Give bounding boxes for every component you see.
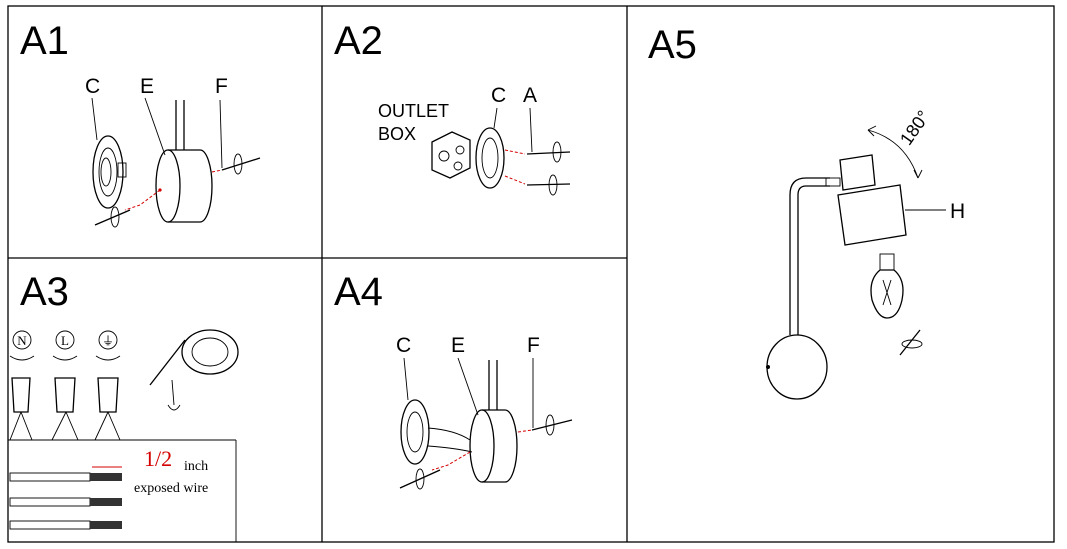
svg-text:⏚: ⏚ bbox=[102, 334, 114, 348]
panel-title-a5: A5 bbox=[648, 23, 697, 67]
mounting-bracket bbox=[91, 97, 127, 209]
label-c: C bbox=[85, 75, 100, 98]
rotation-angle: 180° bbox=[896, 107, 934, 149]
panel-a2: A2 OUTLET BOX C A bbox=[334, 19, 571, 196]
symbol-n: N bbox=[9, 330, 35, 361]
panel-borders bbox=[7, 5, 1055, 543]
label-f: F bbox=[527, 334, 540, 357]
mounting-bracket bbox=[475, 107, 533, 189]
screw-guide-lower bbox=[504, 175, 526, 185]
label-e: E bbox=[140, 75, 154, 98]
label-e: E bbox=[451, 334, 465, 357]
screw-guide-upper bbox=[504, 149, 526, 155]
exposed-wire-caption: exposed wire bbox=[134, 481, 208, 496]
wire-connector-icons bbox=[9, 377, 121, 441]
panel-title-a2: A2 bbox=[334, 19, 383, 63]
svg-text:L: L bbox=[61, 333, 69, 348]
symbol-l: L bbox=[52, 330, 78, 361]
wire-strip-guide bbox=[8, 439, 237, 542]
panel-title-a4: A4 bbox=[334, 270, 383, 314]
panel-a3: A3 N L ⏚ bbox=[8, 270, 239, 542]
label-f: F bbox=[215, 75, 228, 98]
screw-icon bbox=[94, 99, 261, 228]
screw-guide-lower bbox=[431, 451, 471, 471]
outer-border bbox=[7, 5, 1055, 543]
screw-icon bbox=[526, 141, 571, 196]
label-a: A bbox=[523, 84, 537, 107]
outlet-box-label-line1: OUTLET bbox=[378, 101, 449, 121]
screw-guide-upper bbox=[517, 429, 533, 433]
wall-lamp-icon bbox=[766, 154, 907, 400]
outlet-box bbox=[431, 131, 471, 179]
measure-unit: inch bbox=[184, 459, 208, 474]
panel-title-a1: A1 bbox=[20, 19, 69, 63]
rotation-arc-icon bbox=[867, 129, 919, 179]
label-c: C bbox=[396, 334, 411, 357]
electrical-tape-icon bbox=[149, 329, 239, 411]
mounting-bracket bbox=[400, 357, 430, 465]
svg-text:N: N bbox=[17, 333, 27, 348]
panel-title-a3: A3 bbox=[20, 270, 69, 314]
wall-canopy bbox=[427, 357, 518, 483]
rotate-screw-icon bbox=[899, 329, 923, 356]
light-bulb-icon bbox=[870, 253, 904, 319]
outlet-box-label-line2: BOX bbox=[378, 124, 416, 144]
screw-guide-lower bbox=[124, 189, 161, 211]
screw-guide-upper bbox=[211, 169, 223, 173]
wall-canopy bbox=[144, 97, 213, 223]
ground-icon: ⏚ bbox=[95, 330, 121, 361]
screw-icon bbox=[399, 358, 573, 490]
panel-a4: A4 C E F bbox=[334, 270, 573, 490]
measure-value: 1/2 bbox=[144, 446, 172, 471]
label-h: H bbox=[950, 200, 965, 223]
panel-a1: A1 C E F bbox=[20, 19, 261, 228]
label-c: C bbox=[491, 84, 506, 107]
panel-a5: A5 180° H bbox=[648, 23, 965, 400]
